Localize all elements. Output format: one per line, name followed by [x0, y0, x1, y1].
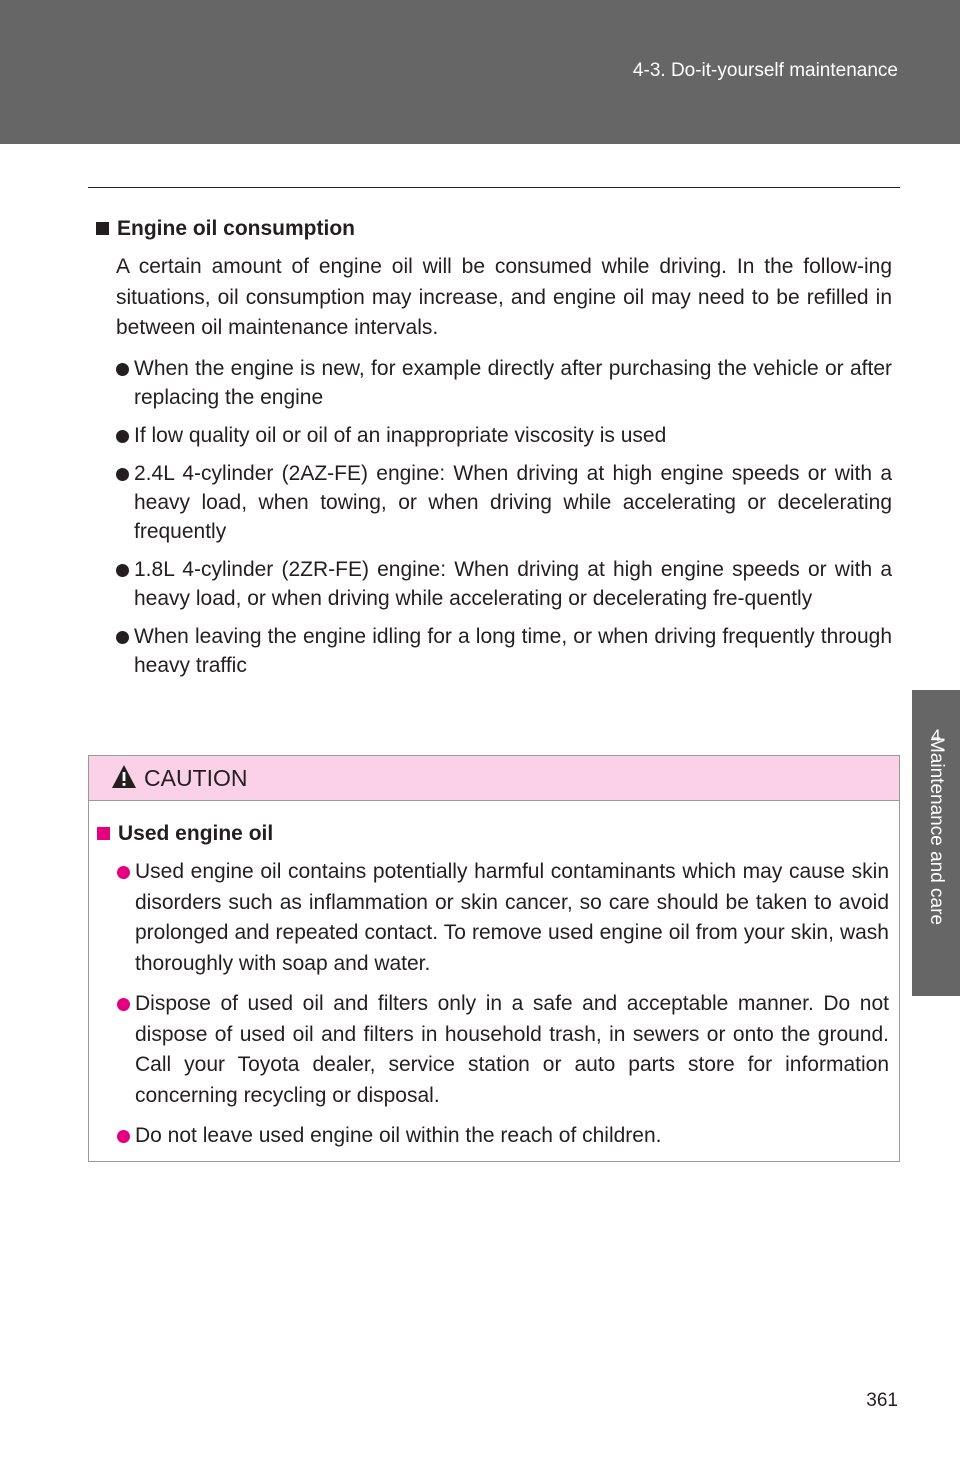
caution-heading: Used engine oil — [97, 819, 889, 849]
page-header: 4-3. Do-it-yourself maintenance — [0, 0, 960, 144]
bullet-dot-icon — [117, 1130, 130, 1143]
bullet-list: When the engine is new, for example dire… — [96, 354, 892, 680]
list-item: If low quality oil or oil of an inapprop… — [96, 421, 892, 450]
caution-box: CAUTION Used engine oil Used engine oil … — [88, 755, 900, 1162]
section-heading-text: Engine oil consumption — [117, 217, 355, 240]
chapter-number: 4 — [931, 726, 941, 745]
caution-heading-text: Used engine oil — [118, 822, 274, 845]
bullet-dot-icon — [116, 630, 129, 644]
bullet-dot-icon — [116, 467, 129, 481]
list-item: 1.8L 4-cylinder (2ZR-FE) engine: When dr… — [96, 555, 892, 613]
section-heading: Engine oil consumption — [96, 214, 892, 244]
caution-body: Used engine oil Used engine oil contains… — [89, 801, 899, 1152]
bullet-dot-icon — [117, 998, 130, 1011]
list-item-text: When leaving the engine idling for a lon… — [134, 624, 892, 677]
caution-list-item: Dispose of used oil and filters only in … — [97, 989, 889, 1111]
caution-item-text: Dispose of used oil and filters only in … — [135, 992, 889, 1107]
list-item: When leaving the engine idling for a lon… — [96, 622, 892, 680]
section-title: 4-3. Do-it-yourself maintenance — [632, 60, 898, 81]
bullet-dot-icon — [117, 866, 130, 879]
chapter-label: Maintenance and care — [926, 736, 947, 926]
main-content: Engine oil consumption A certain amount … — [96, 214, 892, 689]
caution-title: CAUTION — [144, 765, 248, 791]
bullet-dot-icon — [116, 362, 129, 376]
chapter-tab: 4 Maintenance and care — [912, 690, 960, 996]
list-item-text: When the engine is new, for example dire… — [134, 356, 892, 409]
page-number: 361 — [866, 1390, 898, 1411]
caution-item-text: Used engine oil contains potentially har… — [135, 860, 889, 975]
side-tab-spacer — [912, 144, 960, 690]
list-item-text: If low quality oil or oil of an inapprop… — [134, 423, 667, 447]
caution-item-text: Do not leave used engine oil within the … — [135, 1124, 662, 1147]
list-item: When the engine is new, for example dire… — [96, 354, 892, 412]
caution-list-item: Used engine oil contains potentially har… — [97, 857, 889, 979]
warning-triangle-icon — [112, 765, 136, 788]
list-item-text: 2.4L 4-cylinder (2AZ-FE) engine: When dr… — [134, 461, 892, 543]
bullet-dot-icon — [116, 429, 129, 443]
square-bullet-icon — [97, 827, 110, 840]
section-intro: A certain amount of engine oil will be c… — [116, 255, 892, 339]
list-item: 2.4L 4-cylinder (2AZ-FE) engine: When dr… — [96, 459, 892, 546]
bullet-dot-icon — [116, 563, 129, 577]
divider-line — [88, 187, 900, 188]
caution-header: CAUTION — [89, 756, 899, 801]
square-bullet-icon — [96, 222, 109, 235]
caution-list-item: Do not leave used engine oil within the … — [97, 1121, 889, 1152]
list-item-text: 1.8L 4-cylinder (2ZR-FE) engine: When dr… — [134, 557, 892, 610]
